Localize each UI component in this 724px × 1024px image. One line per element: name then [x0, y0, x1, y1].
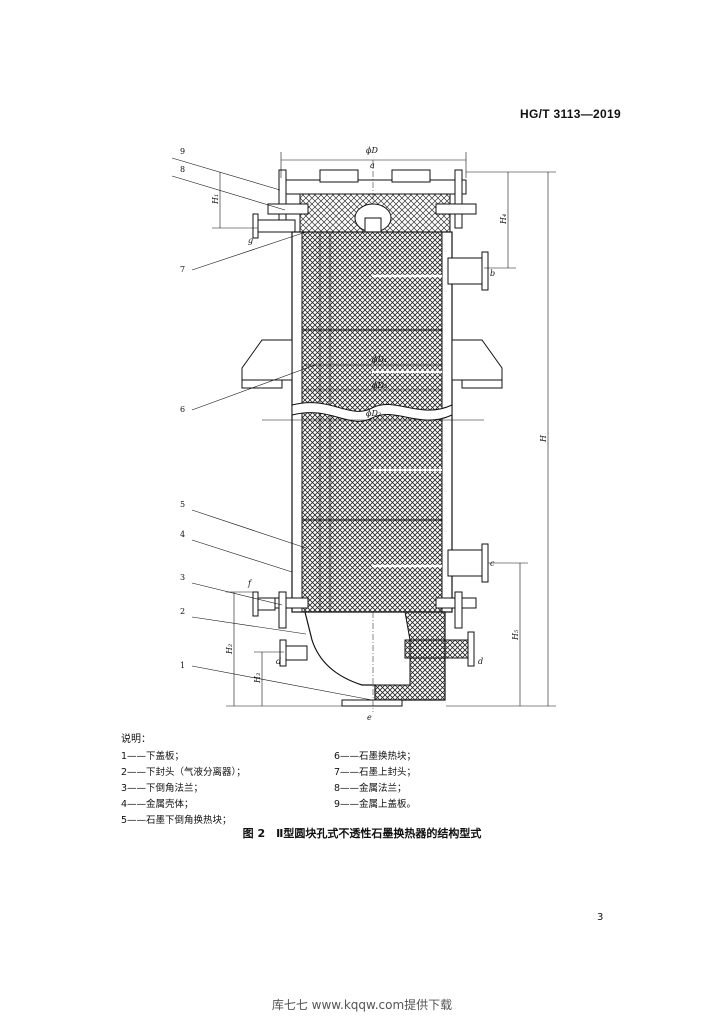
graphite-blocks: [301, 231, 443, 613]
top-cover-plate: [280, 179, 467, 195]
dim-H: H: [539, 434, 548, 443]
figure-caption: 图 2 Ⅱ型圆块孔式不透性石墨换热器的结构型式: [242, 827, 482, 840]
watermark: 库七七 www.kqqw.com提供下载: [271, 998, 453, 1012]
dim-phiD2: ϕD₂: [372, 381, 387, 390]
callout-4: 4: [180, 530, 185, 539]
callout-1: 1: [180, 661, 185, 670]
dim-d-right: d: [478, 657, 483, 666]
dim-a: a: [370, 161, 375, 170]
dim-phiD: ϕD: [366, 146, 378, 155]
legend-item-8: 8——金属法兰；: [334, 783, 407, 794]
dim-phiD1: ϕD₁: [372, 355, 387, 364]
legend-item-5: 5——石墨下倒角换热块；: [121, 815, 232, 826]
dim-H2: H₂: [225, 644, 234, 655]
heat-exchanger-drawing: 9 8 7 6 5 4 3 2 1 ϕD a b c d d e f g H H…: [171, 146, 556, 720]
dim-f: f: [247, 579, 253, 588]
dim-H1: H₁: [211, 194, 220, 205]
callout-2: 2: [180, 607, 185, 616]
dim-c: c: [490, 559, 495, 568]
legend-item-9: 9——金属上盖板。: [334, 799, 417, 810]
page-number: 3: [597, 912, 604, 923]
legend-item-2: 2——下封头（气液分离器）；: [121, 767, 246, 778]
legend-title: 说明：: [121, 734, 151, 745]
callout-3: 3: [180, 573, 185, 582]
callout-5: 5: [180, 500, 185, 509]
callout-6: 6: [180, 405, 185, 414]
legend-item-3: 3——下倒角法兰；: [121, 783, 204, 794]
legend-item-6: 6——石墨换热块；: [334, 751, 417, 762]
legend-item-1: 1——下盖板；: [121, 751, 185, 762]
dim-H5: H₅: [511, 629, 520, 641]
standard-number: HG/T 3113—2019: [520, 107, 621, 121]
callout-9: 9: [180, 147, 185, 156]
dim-phiD3: ϕD₃: [366, 409, 381, 418]
callout-7: 7: [180, 265, 185, 274]
dim-g: g: [248, 236, 253, 245]
dim-d-left: d: [276, 657, 281, 666]
dim-H4: H₄: [499, 214, 508, 225]
dim-H3: H₃: [253, 673, 262, 684]
callout-8: 8: [180, 165, 185, 174]
dim-e: e: [367, 713, 372, 720]
legend-item-7: 7——石墨上封头；: [334, 767, 417, 778]
legend-item-4: 4——金属壳体；: [121, 799, 194, 810]
dim-b: b: [490, 269, 495, 278]
